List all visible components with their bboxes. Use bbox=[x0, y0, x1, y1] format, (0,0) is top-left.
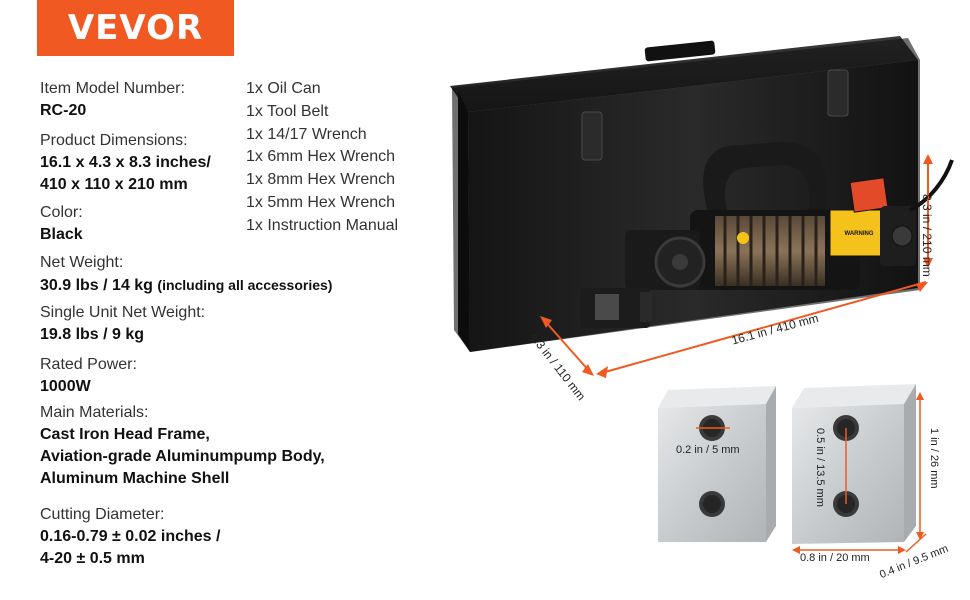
spec-value: 30.9 lbs / 14 kg (including all accessor… bbox=[40, 274, 332, 297]
product-drawing: WARNING bbox=[450, 36, 954, 554]
spec-value: 1000W bbox=[40, 378, 91, 395]
spec-value: Black bbox=[40, 226, 83, 243]
spec-label: Item Model Number: bbox=[40, 80, 185, 97]
blade-dimensions bbox=[792, 392, 927, 554]
spec-cutting-diameter: Cutting Diameter: 0.16-0.79 ± 0.02 inche… bbox=[40, 504, 220, 570]
length-dimension bbox=[596, 281, 928, 378]
rebar-cutter: WARNING bbox=[580, 141, 954, 328]
storage-case bbox=[450, 36, 920, 352]
blade-left bbox=[658, 386, 776, 542]
width-dimension bbox=[540, 316, 594, 376]
spec-value: Cast Iron Head Frame, bbox=[40, 426, 210, 443]
spec-label: Color: bbox=[40, 204, 83, 221]
spec-label: Net Weight: bbox=[40, 254, 124, 271]
spec-label: Main Materials: bbox=[40, 404, 149, 421]
warning-label: WARNING bbox=[845, 231, 874, 237]
spec-rated-power: Rated Power: 1000W bbox=[40, 354, 137, 398]
spec-value: Aviation-grade Aluminumpump Body, bbox=[40, 448, 325, 465]
blade-height-label: 1 in / 26 mm bbox=[928, 428, 940, 489]
spec-label: Rated Power: bbox=[40, 356, 137, 373]
spec-unit-weight: Single Unit Net Weight: 19.8 lbs / 9 kg bbox=[40, 302, 205, 346]
accessory-item: 1x 8mm Hex Wrench bbox=[246, 171, 396, 189]
spec-value: 19.8 lbs / 9 kg bbox=[40, 326, 145, 343]
spec-net-weight: Net Weight: 30.9 lbs / 14 kg (including … bbox=[40, 252, 332, 297]
height-dimension-label: 8.3 in / 210 mm bbox=[920, 194, 934, 277]
spec-value: Aluminum Machine Shell bbox=[40, 470, 230, 487]
blade-right bbox=[792, 384, 916, 544]
spec-label: Product Dimensions: bbox=[40, 132, 188, 149]
accessory-list: 1x Oil Can 1x Tool Belt 1x 14/17 Wrench … bbox=[246, 78, 398, 238]
accessory-item: 1x 14/17 Wrench bbox=[246, 125, 367, 143]
product-illustration: WARNING bbox=[440, 30, 960, 590]
blade-hole-spacing-label: 0.5 in / 13.5 mm bbox=[814, 428, 826, 507]
accessory-item: 1x Tool Belt bbox=[246, 102, 329, 120]
spec-value: 4-20 ± 0.5 mm bbox=[40, 550, 145, 567]
accessory-item: 1x 6mm Hex Wrench bbox=[246, 148, 396, 166]
height-dimension bbox=[923, 154, 933, 268]
spec-value-main: 30.9 lbs / 14 kg bbox=[40, 277, 153, 294]
spec-value: 0.16-0.79 ± 0.02 inches / bbox=[40, 528, 221, 545]
accessory-item: 1x Oil Can bbox=[246, 80, 321, 97]
spec-materials: Main Materials: Cast Iron Head Frame, Av… bbox=[40, 402, 325, 490]
spec-dimensions: Product Dimensions: 16.1 x 4.3 x 8.3 inc… bbox=[40, 130, 211, 196]
blade-hole-label: 0.2 in / 5 mm bbox=[676, 444, 740, 456]
spec-label: Single Unit Net Weight: bbox=[40, 304, 206, 321]
spec-model: Item Model Number: RC-20 bbox=[40, 78, 185, 122]
vevor-logo: VEVOR bbox=[37, 0, 234, 56]
spec-value: 16.1 x 4.3 x 8.3 inches/ bbox=[40, 154, 211, 171]
accessory-item: 1x Instruction Manual bbox=[246, 216, 399, 234]
spec-value: 410 x 110 x 210 mm bbox=[40, 176, 188, 193]
spec-value: RC-20 bbox=[40, 102, 87, 119]
spec-label: Cutting Diameter: bbox=[40, 506, 165, 523]
spec-value-note: (including all accessories) bbox=[157, 277, 333, 293]
accessory-item: 1x 5mm Hex Wrench bbox=[246, 193, 396, 211]
blade-width-label: 0.8 in / 20 mm bbox=[800, 552, 870, 564]
spec-color: Color: Black bbox=[40, 202, 83, 246]
